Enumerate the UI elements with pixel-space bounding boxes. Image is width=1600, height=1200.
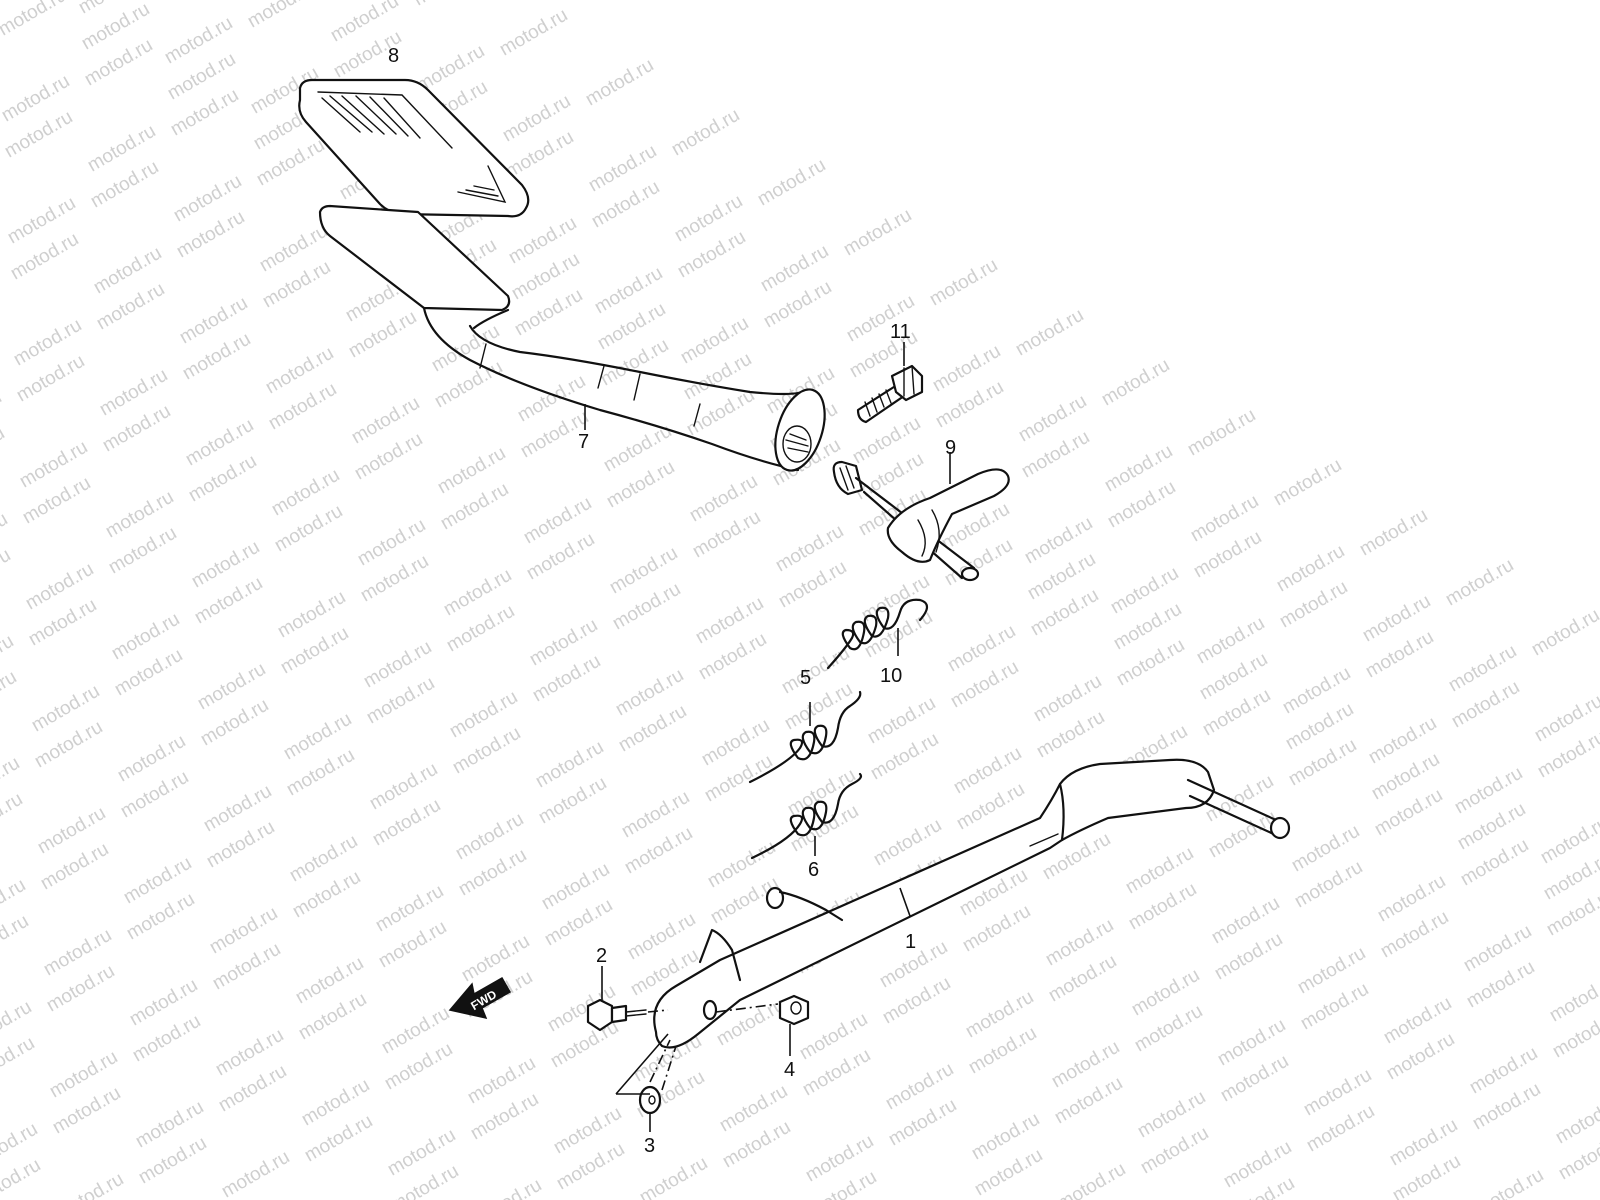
callout-5: 5 — [800, 667, 811, 689]
callout-10: 10 — [880, 665, 902, 687]
callout-2: 2 — [596, 945, 607, 967]
callout-7: 7 — [578, 431, 589, 453]
callout-3: 3 — [644, 1135, 655, 1157]
callout-9: 9 — [945, 437, 956, 459]
callout-4: 4 — [784, 1059, 795, 1081]
return-spring-6 — [750, 772, 863, 860]
callout-8: 8 — [388, 45, 399, 67]
return-spring-10 — [826, 598, 929, 670]
callout-1: 1 — [905, 931, 916, 953]
arrow-left-icon — [448, 976, 512, 1020]
pedal-pad-cover — [298, 78, 530, 218]
brake-pedal-arm — [318, 204, 826, 472]
adjuster-bolt — [586, 966, 669, 1032]
callout-6: 6 — [808, 859, 819, 881]
brake-rod-lever — [653, 758, 1291, 1049]
washer — [615, 1033, 677, 1132]
fwd-direction-marker: FWD — [448, 976, 512, 1020]
callout-11: 11 — [890, 321, 911, 343]
nut — [778, 994, 810, 1056]
return-spring-5 — [748, 690, 862, 784]
flange-bolt — [856, 342, 924, 424]
pivot-shaft-bracket — [832, 452, 1010, 582]
